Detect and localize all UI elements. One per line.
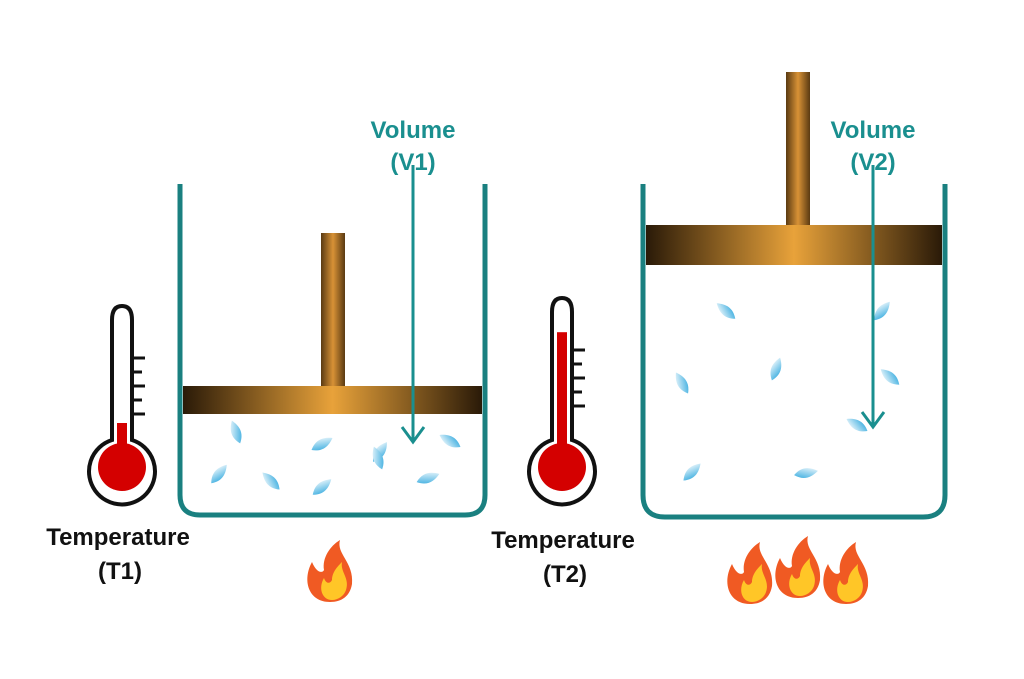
left-temperature-symbol: (T1) xyxy=(98,558,142,585)
right-volume-arrowhead xyxy=(860,411,886,430)
gas-particle xyxy=(416,472,440,484)
left-flame-icon xyxy=(307,540,353,602)
right-flame-icons xyxy=(727,536,869,604)
gas-particle xyxy=(439,434,461,448)
left-thermometer-mercury xyxy=(117,423,127,468)
gas-particle xyxy=(311,437,333,451)
left-container xyxy=(177,184,488,518)
gas-particle xyxy=(372,446,384,470)
left-temperature-label: Temperature xyxy=(46,524,190,551)
left-volume-label: Volume xyxy=(371,117,456,144)
right-gas-particles xyxy=(675,301,900,481)
right-temperature-symbol: (T2) xyxy=(543,561,587,588)
left-thermometer xyxy=(87,303,157,507)
left-volume-symbol: (V1) xyxy=(390,149,435,176)
flame-icon xyxy=(823,542,869,604)
right-setup: Volume (V2) Temperature (T2) xyxy=(491,72,948,604)
flame-icon xyxy=(307,540,353,602)
gas-particle xyxy=(262,472,280,490)
right-thermometer xyxy=(527,295,597,507)
right-thermometer-mercury xyxy=(557,332,567,468)
gas-particle xyxy=(683,463,701,481)
flame-icon xyxy=(775,536,821,598)
gas-particle xyxy=(716,303,736,319)
right-volume-symbol: (V2) xyxy=(850,149,895,176)
gas-particle xyxy=(230,420,242,444)
left-volume-arrowhead xyxy=(400,426,426,445)
left-piston xyxy=(183,386,482,414)
left-gas-particles xyxy=(211,420,461,495)
gas-particle xyxy=(312,479,332,495)
gas-particle xyxy=(880,369,900,385)
gas-particle xyxy=(770,357,782,381)
left-piston-rod xyxy=(321,233,345,388)
right-temperature-label: Temperature xyxy=(491,527,635,554)
right-volume-label: Volume xyxy=(831,117,916,144)
flame-icon xyxy=(727,542,773,604)
gas-particle xyxy=(874,301,890,321)
gas-particle xyxy=(846,418,868,432)
right-piston-rod xyxy=(786,72,810,227)
right-thermometer-ticks xyxy=(574,348,585,408)
left-thermometer-ticks xyxy=(134,356,145,416)
left-setup: Volume (V1) Temperature (T1) xyxy=(46,117,488,602)
right-piston xyxy=(646,225,942,265)
right-container xyxy=(640,184,948,520)
gas-particle xyxy=(794,468,818,478)
gas-particle xyxy=(675,372,689,394)
gas-particle xyxy=(211,464,227,484)
